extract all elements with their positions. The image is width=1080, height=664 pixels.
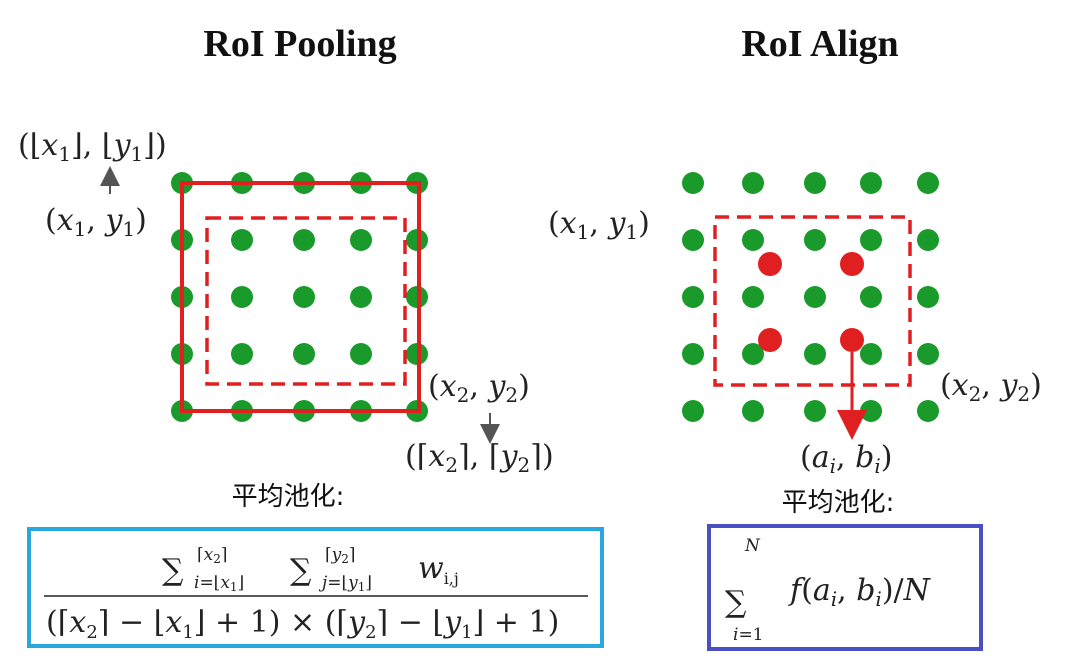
roi-pooling-p1-label: (x1, y1) [45,203,147,241]
grid-dot [350,229,372,251]
sample-point [840,328,864,352]
roi-align-caption: 平均池化: [782,488,895,518]
roi-align-p2-label: (x2, y2) [940,368,1042,406]
svg-text:∑: ∑ [290,553,312,588]
svg-text:⌈y2⌉: ⌈y2⌉ [325,545,356,566]
grid-dot [682,400,704,422]
grid-dot [350,286,372,308]
grid-dot [293,343,315,365]
roi-align-title: RoI Align [741,23,898,65]
svg-text:i=1: i=1 [733,625,764,645]
roi-align-p1-label: (x1, y1) [548,206,650,244]
grid-dot [804,172,826,194]
svg-text:(⌈x2⌉ − ⌊x1⌋ + 1) × (⌈y2⌉ − ⌊y: (⌈x2⌉ − ⌊x1⌋ + 1) × (⌈y2⌉ − ⌊y1⌋ + 1) [46,605,559,643]
quantized-roi-box [180,181,421,413]
roi-pooling-title: RoI Pooling [203,23,396,65]
grid-dot [682,229,704,251]
original-roi-box [205,216,407,386]
roi-pooling-formula-box [27,527,604,648]
sample-point [758,252,782,276]
grid-dot [742,229,764,251]
grid-dot [860,343,882,365]
grid-dot [350,343,372,365]
roi-pooling-formula: ∑ ⌈x2⌉ i=⌊x1⌋ ∑ ⌈y2⌉ j=⌊y1⌋ wi,j (⌈x2⌉ −… [44,545,588,643]
ceil-corner-label: (⌈x2⌉, ⌈y2⌉) [405,439,554,477]
grid-dot [917,286,939,308]
grid-dot [682,343,704,365]
roi-pooling-caption: 平均池化: [232,482,345,512]
sample-point-label: (ai, bi) [800,440,892,478]
roi-align-box [713,215,912,387]
grid-dot [231,286,253,308]
grid-dot [742,286,764,308]
grid-dot [293,229,315,251]
grid-dot [917,172,939,194]
svg-text:∑: ∑ [725,585,747,620]
roi-align-formula: N ∑ i=1 f(ai, bi)/N [725,536,932,645]
grid-dot [804,286,826,308]
svg-text:i=⌊x1⌋: i=⌊x1⌋ [194,573,244,594]
svg-text:∑: ∑ [162,553,184,588]
grid-dot [917,229,939,251]
grid-dot [293,286,315,308]
floor-corner-label: (⌊x1⌋, ⌊y1⌋) [18,128,167,166]
grid-dot [860,286,882,308]
grid-dot [917,343,939,365]
grid-dot [231,229,253,251]
grid-dot [860,400,882,422]
svg-text:f(ai, bi)/N: f(ai, bi)/N [788,573,932,611]
grid-dot [742,343,764,365]
svg-text:N: N [744,536,761,556]
grid-dot [742,172,764,194]
roi-pooling-p2-label: (x2, y2) [428,369,530,407]
sample-point [758,328,782,352]
grid-dot [804,400,826,422]
grid-dot [742,400,764,422]
grid-dot [804,229,826,251]
grid-dot [860,229,882,251]
svg-text:⌈x2⌉: ⌈x2⌉ [197,545,228,566]
grid-dot [804,343,826,365]
grid-dot [860,172,882,194]
grid-dot [917,400,939,422]
grid-dot [682,172,704,194]
sample-point [840,252,864,276]
grid-dot [231,343,253,365]
grid-dot [682,286,704,308]
roi-align-formula-box [707,524,983,651]
